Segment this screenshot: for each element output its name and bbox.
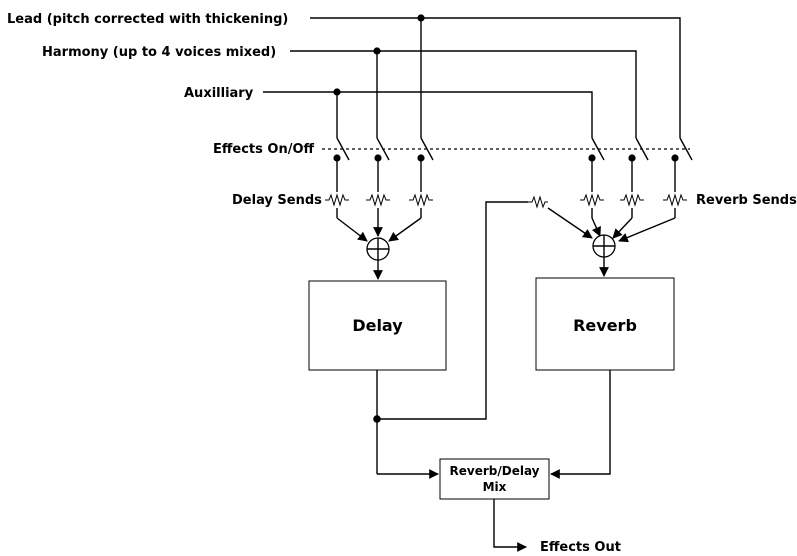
mix-block-label-line1: Reverb/Delay	[450, 464, 540, 478]
mix-block-label-line2: Mix	[483, 480, 507, 494]
auxiliary-input-label: Auxilliary	[184, 86, 254, 101]
delay-output-wire	[373, 370, 439, 479]
delay-block-label: Delay	[352, 316, 403, 335]
reverb-block: Reverb	[535, 277, 675, 371]
reverb-send-3	[663, 154, 687, 218]
effects-out-wire	[493, 499, 527, 552]
harmony-input-label: Harmony (up to 4 voices mixed)	[42, 45, 276, 60]
delay-block: Delay	[308, 280, 447, 371]
effects-switch-label: Effects On/Off	[213, 142, 315, 157]
reverb-block-label: Reverb	[573, 316, 637, 335]
lead-input-label: Lead (pitch corrected with thickening)	[7, 12, 288, 27]
delay-send-2	[366, 154, 390, 218]
reverb-sends-label: Reverb Sends	[696, 193, 797, 208]
lead-bus	[310, 14, 681, 138]
delay-summing-node	[336, 217, 422, 280]
effects-switches	[336, 137, 693, 161]
delay-to-reverb-send	[377, 195, 593, 420]
auxiliary-bus	[263, 88, 593, 138]
delay-sends-label: Delay Sends	[232, 193, 322, 208]
delay-send-1	[325, 154, 349, 218]
mix-block: Reverb/Delay Mix	[439, 458, 550, 500]
reverb-summing-node	[591, 217, 676, 277]
delay-send-3	[409, 154, 433, 218]
harmony-bus	[290, 47, 637, 138]
reverb-output-wire	[550, 370, 611, 479]
reverb-send-2	[620, 154, 644, 218]
effects-out-label: Effects Out	[540, 540, 621, 555]
reverb-send-1	[580, 154, 604, 218]
